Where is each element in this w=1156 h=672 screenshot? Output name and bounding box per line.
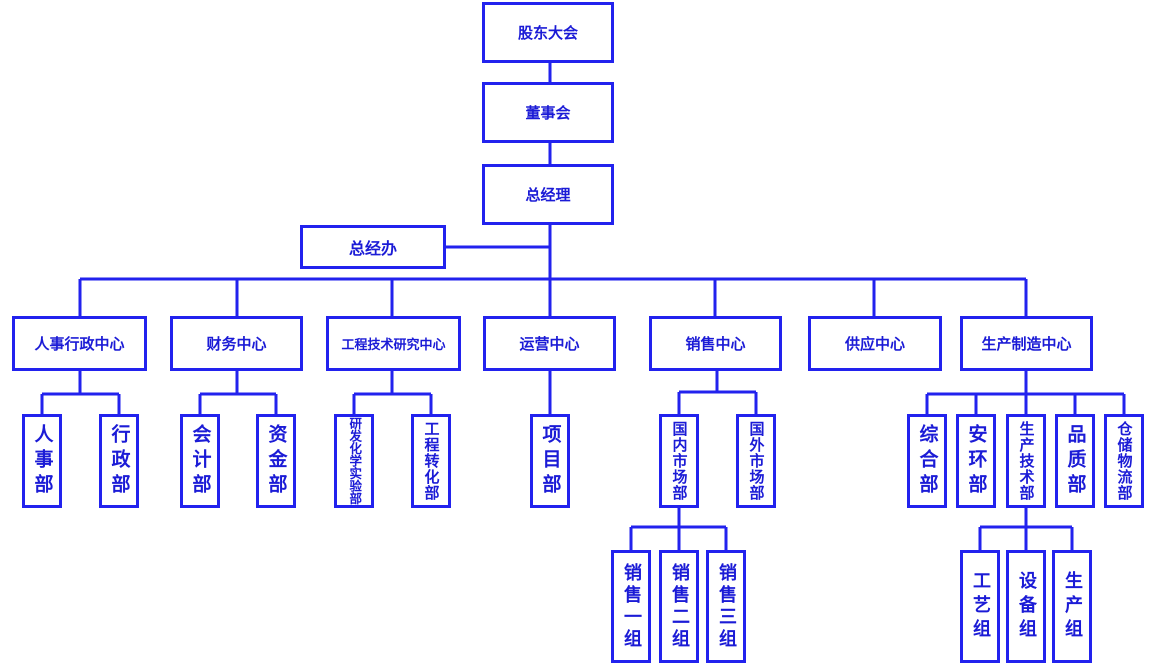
node-dept-admin: 行政部 — [99, 414, 139, 508]
node-dept-safety-env: 安环部 — [956, 414, 996, 508]
node-dept-warehouse: 仓储物流部 — [1104, 414, 1144, 508]
node-dept-prod-tech: 生产技术部 — [1006, 414, 1046, 508]
node-group-equipment: 设备组 — [1006, 550, 1046, 663]
node-dept-project: 项目部 — [530, 414, 570, 508]
node-dept-domestic-market: 国内市场部 — [659, 414, 699, 508]
node-dept-treasury: 资金部 — [256, 414, 296, 508]
node-dept-rnd-lab: 研发化学实验部 — [334, 414, 374, 508]
node-group-sales-2: 销售二组 — [659, 550, 699, 663]
node-shareholders: 股东大会 — [482, 2, 614, 63]
node-dept-quality: 品质部 — [1055, 414, 1095, 508]
node-dept-eng-transform: 工程转化部 — [411, 414, 451, 508]
node-group-process: 工艺组 — [960, 550, 1000, 663]
node-center-production: 生产制造中心 — [960, 316, 1093, 371]
node-board: 董事会 — [482, 82, 614, 143]
node-center-sales: 销售中心 — [649, 316, 782, 371]
node-dept-hr: 人事部 — [22, 414, 62, 508]
node-group-sales-1: 销售一组 — [611, 550, 651, 663]
node-center-operations: 运营中心 — [483, 316, 616, 371]
node-center-supply: 供应中心 — [808, 316, 942, 371]
node-dept-general: 综合部 — [907, 414, 947, 508]
node-gm: 总经理 — [482, 164, 614, 225]
node-dept-accounting: 会计部 — [180, 414, 220, 508]
node-group-production: 生产组 — [1052, 550, 1092, 663]
node-gm-office: 总经办 — [300, 225, 446, 269]
node-center-finance: 财务中心 — [170, 316, 303, 371]
node-dept-overseas-market: 国外市场部 — [736, 414, 776, 508]
node-group-sales-3: 销售三组 — [706, 550, 746, 663]
node-center-hr-admin: 人事行政中心 — [12, 316, 147, 371]
node-center-engineering: 工程技术研究中心 — [326, 316, 461, 371]
